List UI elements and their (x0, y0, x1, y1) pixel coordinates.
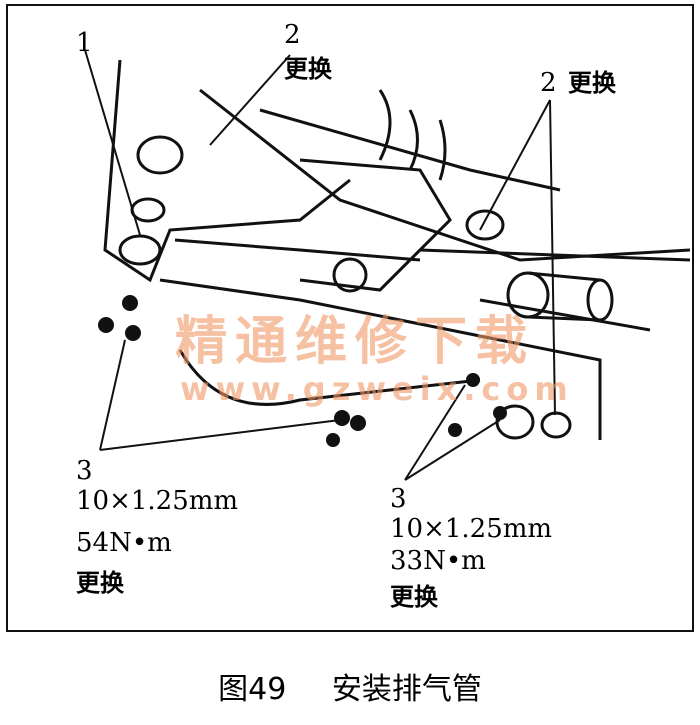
label-part-3-left-note: 更换 (76, 569, 124, 597)
frame-lines (103, 59, 691, 440)
label-part-2-right-note: 更换 (568, 69, 616, 97)
exhaust-pipe-diagram (84, 49, 691, 481)
label-part-3-right-size: 10×1.25mm (390, 514, 553, 544)
figure-number: 图49 (218, 672, 287, 707)
nuts (98, 295, 507, 447)
label-part-2-top-note: 更换 (284, 55, 332, 83)
figure-caption: 图49 安装排气管 (0, 672, 700, 708)
label-part-3-right-torque: 33N•m (390, 546, 486, 576)
leader-lines (84, 49, 556, 481)
label-part-2-right-number: 2 (540, 68, 557, 98)
muffler (506, 271, 614, 322)
watermark-title: 精通维修下载 (175, 312, 536, 372)
converter (332, 209, 505, 293)
gasket-right (495, 404, 572, 440)
label-part-3-left-torque: 54N•m (76, 528, 172, 558)
label-part-3-left-size: 10×1.25mm (76, 486, 239, 516)
figure-title: 安装排气管 (331, 672, 482, 707)
label-part-3-left-number: 3 (76, 456, 93, 486)
label-part-1: 1 (76, 28, 93, 58)
label-part-3-right-note: 更换 (390, 583, 438, 611)
label-part-3-right-number: 3 (390, 484, 407, 514)
figure-frame (6, 4, 694, 632)
label-part-2-top-number: 2 (284, 20, 301, 50)
watermark-url: www.gzweix.com (180, 370, 574, 408)
